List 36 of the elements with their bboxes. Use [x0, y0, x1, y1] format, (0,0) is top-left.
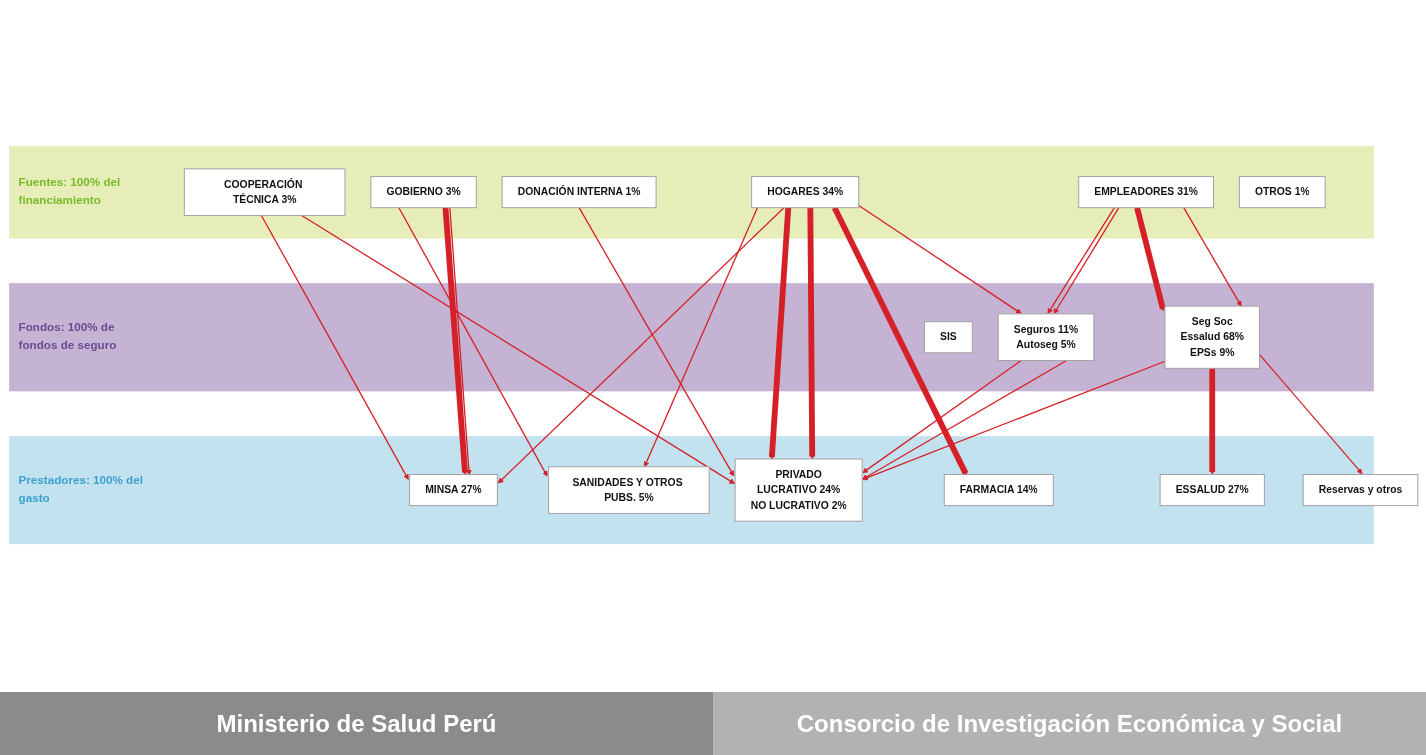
arrow [301, 214, 736, 484]
arrow [858, 204, 1022, 314]
arrow [1134, 206, 1166, 312]
footer-label: Ministerio de Salud Perú [0, 692, 713, 755]
node-box: MINSA 27% [409, 474, 498, 507]
node-box: OTROS 1% [1238, 176, 1326, 209]
arrow [862, 359, 1022, 474]
node-box: GOBIERNO 3% [370, 176, 477, 209]
node-box: DONACIÓN INTERNA 1% [501, 176, 657, 209]
node-box: COOPERACIÓN TÉCNICA 3% [183, 168, 346, 216]
arrow [1258, 353, 1363, 475]
arrow [497, 207, 785, 484]
arrow [862, 359, 1068, 480]
arrow [1183, 207, 1242, 307]
node-box: EMPLEADORES 31% [1078, 176, 1214, 209]
arrow [260, 214, 409, 480]
arrow [768, 207, 792, 460]
arrow [831, 206, 969, 476]
arrow [442, 207, 468, 476]
node-box: Seguros 11% Autoseg 5% [997, 313, 1095, 362]
footer-label: Consorcio de Investigación Económica y Social [713, 692, 1426, 755]
arrow [1209, 368, 1216, 475]
node-box: Reservas y otros [1302, 474, 1419, 507]
node-box: SIS [924, 321, 973, 354]
node-box: SANIDADES Y OTROS PUBS. 5% [548, 466, 710, 514]
arrow [643, 207, 759, 468]
arrow [807, 207, 816, 460]
arrow [398, 207, 548, 477]
node-box: FARMACIA 14% [943, 474, 1054, 507]
arrow [578, 207, 735, 477]
node-box: HOGARES 34% [751, 176, 860, 209]
node-box: PRIVADO LUCRATIVO 24% NO LUCRATIVO 2% [734, 458, 863, 522]
node-box: Seg Soc Essalud 68% EPSs 9% [1164, 305, 1260, 369]
arrow [862, 360, 1166, 481]
node-box: ESSALUD 27% [1159, 474, 1265, 507]
arrow [449, 207, 472, 476]
